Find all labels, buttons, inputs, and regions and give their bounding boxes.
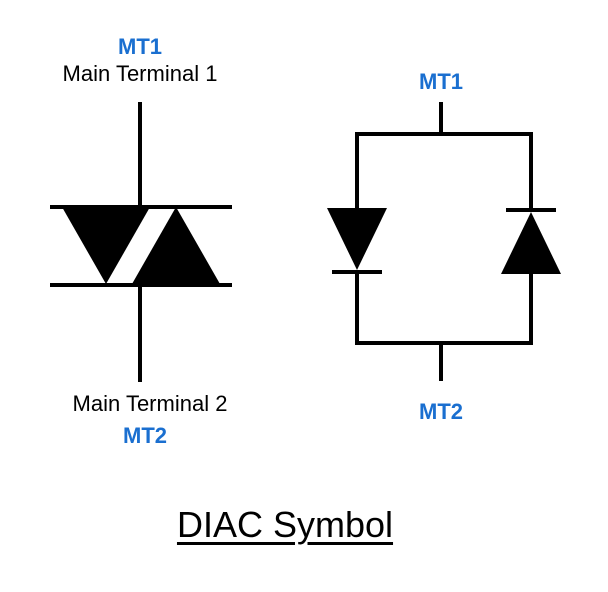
equivalent-circuit bbox=[327, 102, 561, 381]
diagram-title: DIAC Symbol bbox=[0, 504, 570, 546]
symbol-down-triangle bbox=[62, 207, 150, 284]
symbol-mt1-label: MT1 bbox=[118, 34, 162, 59]
left-diode-triangle bbox=[327, 208, 387, 270]
equivalent-mt1-label: MT1 bbox=[419, 69, 463, 94]
equivalent-loop-wire bbox=[355, 132, 533, 208]
symbol-up-triangle bbox=[132, 207, 220, 284]
right-diode-triangle bbox=[501, 212, 561, 274]
symbol-main-terminal-1-label: Main Terminal 1 bbox=[62, 61, 218, 86]
equivalent-loop-wire-bottom bbox=[355, 273, 533, 345]
symbol-main-terminal-2-label: Main Terminal 2 bbox=[72, 391, 228, 416]
equivalent-mt2-label: MT2 bbox=[419, 399, 463, 424]
diagram-title-text: DIAC Symbol bbox=[176, 504, 394, 545]
symbol-mt2-label: MT2 bbox=[123, 423, 167, 448]
diac-symbol bbox=[50, 102, 232, 382]
